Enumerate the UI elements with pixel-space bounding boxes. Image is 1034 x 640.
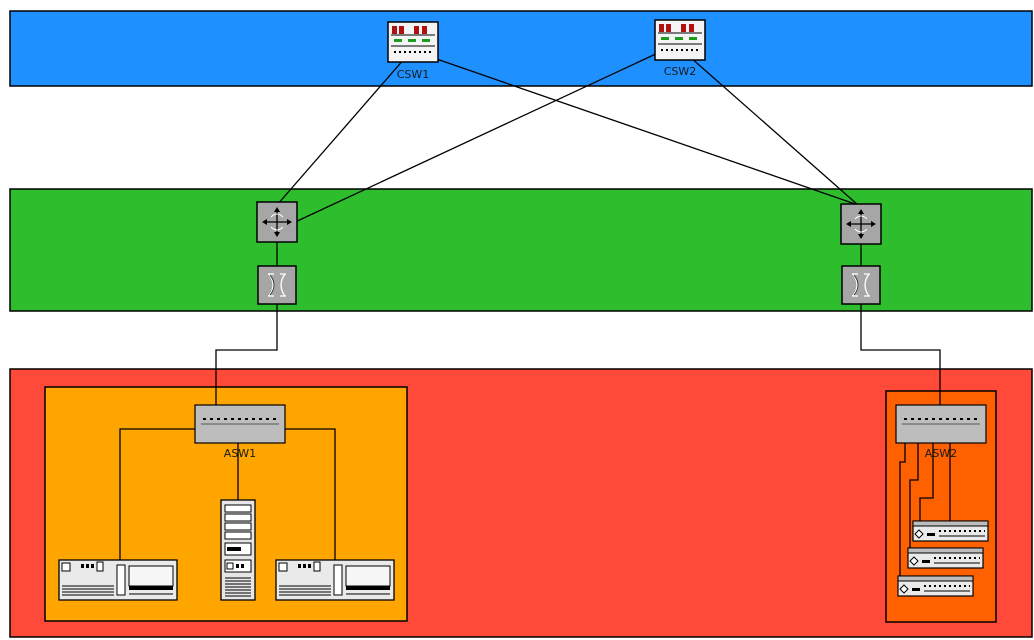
- core-switch-icon: [387, 21, 439, 63]
- firewall-switch-icon: [257, 265, 297, 305]
- distribution-router-right[interactable]: [840, 203, 882, 245]
- rack-server-icon: [912, 520, 989, 542]
- core-switch-icon: [654, 19, 706, 61]
- distribution-xswitch-right[interactable]: [841, 265, 881, 305]
- core-layer-band: [9, 10, 1033, 87]
- distribution-router-left[interactable]: [256, 201, 298, 243]
- tower-server-host[interactable]: [220, 499, 256, 601]
- rack-server-icon: [907, 547, 984, 569]
- core-switch-label: CSW2: [664, 65, 697, 78]
- router-icon: [840, 203, 882, 245]
- desktop-computer-icon: [58, 559, 178, 601]
- firewall-switch-icon: [841, 265, 881, 305]
- router-icon: [256, 201, 298, 243]
- tower-server-icon: [220, 499, 256, 601]
- rack-server-icon: [897, 575, 974, 597]
- access-switch-label: ASW2: [925, 447, 957, 460]
- access-switch-asw2[interactable]: ASW2: [895, 404, 987, 460]
- access-switch-icon: [895, 404, 987, 444]
- core-switch-label: CSW1: [397, 68, 430, 81]
- rack-server-2[interactable]: [907, 547, 984, 569]
- access-switch-icon: [194, 404, 286, 444]
- core-switch-csw2[interactable]: CSW2: [654, 19, 706, 78]
- core-switch-csw1[interactable]: CSW1: [387, 21, 439, 81]
- rack-server-3[interactable]: [897, 575, 974, 597]
- rack-server-1[interactable]: [912, 520, 989, 542]
- distribution-xswitch-left[interactable]: [257, 265, 297, 305]
- desktop-computer-icon: [275, 559, 395, 601]
- desktop-host-left[interactable]: [58, 559, 178, 601]
- access-switch-asw1[interactable]: ASW1: [194, 404, 286, 460]
- network-links: [119, 51, 951, 578]
- access-switch-label: ASW1: [224, 447, 256, 460]
- desktop-host-right[interactable]: [275, 559, 395, 601]
